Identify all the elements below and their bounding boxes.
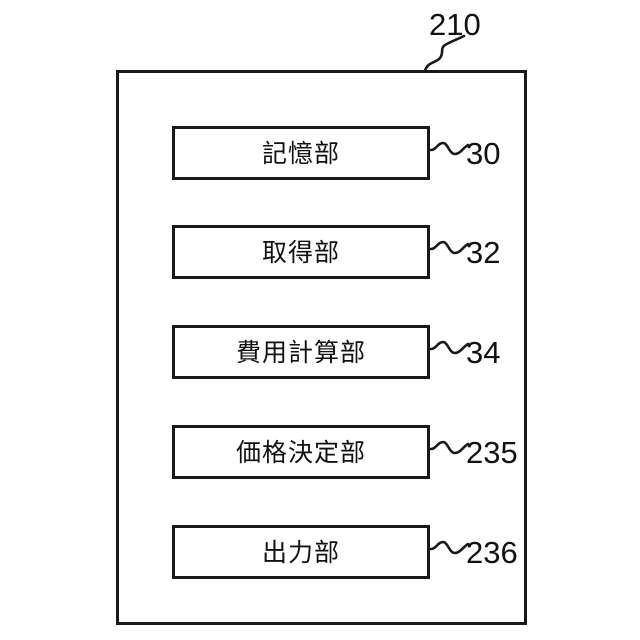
unit-box-output-unit[interactable]: 出力部	[172, 525, 430, 579]
unit-box-storage-unit[interactable]: 記憶部	[172, 126, 430, 180]
reference-numeral-apparatus: 210	[429, 7, 481, 42]
unit-label-price-determination-unit: 価格決定部	[235, 437, 366, 467]
unit-box-cost-calculation-unit[interactable]: 費用計算部	[172, 325, 430, 379]
unit-label-storage-unit: 記憶部	[261, 138, 340, 168]
reference-numeral-output-unit: 236	[466, 535, 518, 570]
unit-label-cost-calculation-unit: 費用計算部	[235, 337, 366, 367]
unit-box-acquisition-unit[interactable]: 取得部	[172, 225, 430, 279]
unit-label-output-unit: 出力部	[261, 537, 340, 567]
reference-numeral-price-determination-unit: 235	[466, 435, 518, 470]
reference-numeral-cost-calculation-unit: 34	[466, 335, 501, 370]
reference-numeral-storage-unit: 30	[466, 136, 501, 171]
reference-numeral-acquisition-unit: 32	[466, 235, 501, 270]
unit-label-acquisition-unit: 取得部	[261, 237, 340, 267]
unit-box-price-determination-unit[interactable]: 価格決定部	[172, 425, 430, 479]
